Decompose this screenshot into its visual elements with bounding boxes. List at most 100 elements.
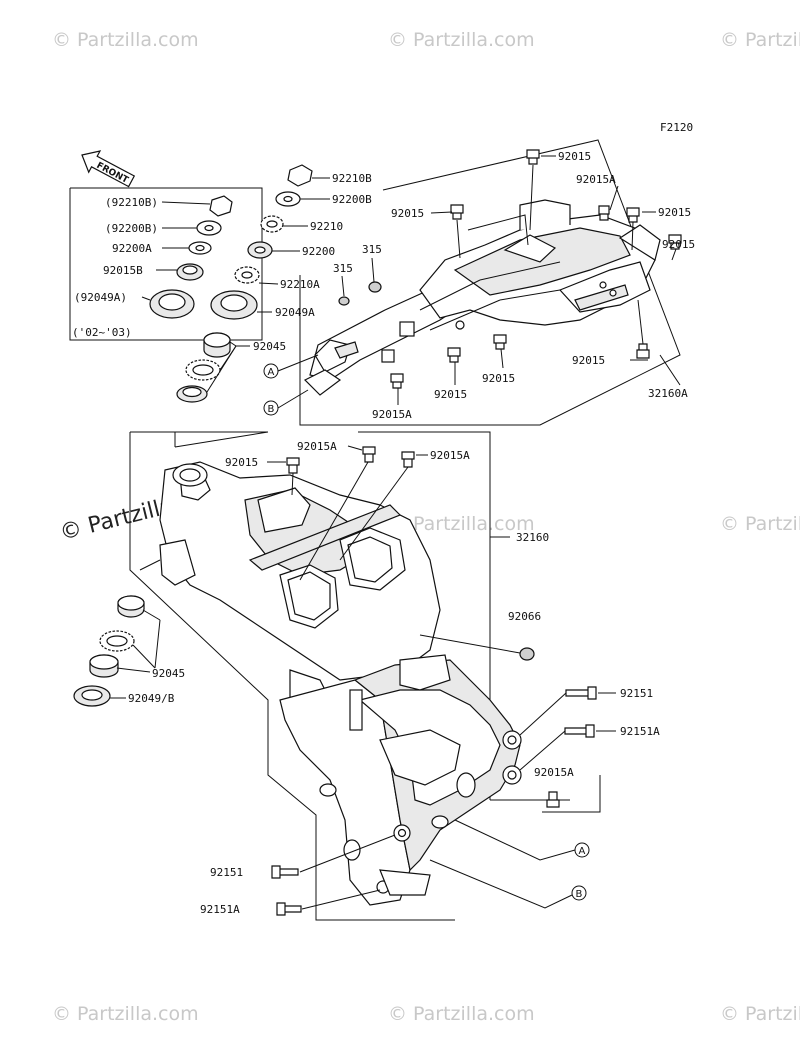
seal-icon bbox=[81, 689, 103, 701]
label-92015-center-1: 92015 bbox=[434, 388, 467, 401]
label-92200A-inset: 92200A bbox=[112, 242, 152, 255]
label-92015-right: 92015 bbox=[658, 206, 691, 219]
label-92045-top: 92045 bbox=[253, 340, 286, 353]
subframe-bolts bbox=[390, 149, 682, 389]
svg-text:B: B bbox=[268, 404, 275, 415]
bolt-icon bbox=[276, 902, 302, 916]
collar-icon bbox=[338, 296, 350, 306]
lock-washer-icon bbox=[266, 220, 278, 228]
race-icon bbox=[117, 595, 145, 611]
bolt-icon bbox=[493, 334, 507, 350]
bolt-icon bbox=[362, 446, 376, 463]
inset-note: ('02~'03) bbox=[72, 326, 132, 339]
callout-B-bottom: B bbox=[571, 885, 587, 901]
bolt-icon bbox=[564, 724, 595, 738]
bushing-icon bbox=[182, 265, 198, 275]
bolt-icon bbox=[286, 457, 300, 474]
watermark: © Partzilla.com bbox=[52, 29, 199, 51]
steering-leaders bbox=[206, 177, 330, 393]
nut-icon bbox=[209, 195, 233, 217]
washer-icon bbox=[204, 224, 214, 232]
bolt-icon bbox=[526, 149, 540, 165]
bolt-icon bbox=[626, 207, 640, 223]
label-92015-bottom: 92015 bbox=[572, 354, 605, 367]
lower-bearing-leaders bbox=[110, 559, 161, 699]
race-icon bbox=[89, 654, 119, 670]
label-315-b: 315 bbox=[333, 262, 353, 275]
label-92015-top: 92015 bbox=[558, 150, 591, 163]
bolt-icon bbox=[390, 373, 404, 389]
label-32160A: 32160A bbox=[648, 387, 688, 400]
watermark: © Partzilla.com bbox=[388, 1003, 535, 1025]
mainframe-32160 bbox=[159, 461, 522, 906]
bolt-icon bbox=[598, 205, 610, 221]
bearing-icon bbox=[106, 635, 128, 647]
cap-icon bbox=[519, 647, 535, 661]
label-92210: 92210 bbox=[310, 220, 343, 233]
label-92015A-main-1: 92015A bbox=[297, 440, 337, 453]
watermark: © Partzilla.com bbox=[388, 513, 535, 535]
race-icon bbox=[182, 386, 202, 398]
label-32160: 32160 bbox=[516, 531, 549, 544]
label-92210B: 92210B bbox=[332, 172, 372, 185]
bolt-icon bbox=[565, 686, 597, 700]
label-92200B: 92200B bbox=[332, 193, 372, 206]
svg-text:A: A bbox=[268, 367, 275, 378]
label-92015A-subframe: 92015A bbox=[372, 408, 412, 421]
watermark: © Partzilla.com bbox=[52, 1003, 199, 1025]
label-92200B-inset: (92200B) bbox=[105, 222, 158, 235]
mainframe-bolts bbox=[271, 446, 597, 916]
lower-bearing-parts bbox=[73, 595, 145, 707]
watermark: © Partzilla.com bbox=[720, 29, 800, 51]
subframe-box bbox=[299, 139, 681, 426]
svg-text:A: A bbox=[579, 846, 586, 857]
label-92015A-sub: 92015A bbox=[576, 173, 616, 186]
label-92015B-inset: 92015B bbox=[103, 264, 143, 277]
bolt-icon bbox=[668, 234, 682, 250]
label-92200: 92200 bbox=[302, 245, 335, 258]
bearing-icon bbox=[192, 364, 214, 376]
inset-parts bbox=[149, 195, 233, 319]
watermark: © Partzilla.com bbox=[388, 29, 535, 51]
label-92066: 92066 bbox=[508, 610, 541, 623]
label-92015-main: 92015 bbox=[225, 456, 258, 469]
washer-icon bbox=[195, 244, 205, 252]
label-92049B: 92049/B bbox=[128, 692, 175, 705]
label-92151A-right: 92151A bbox=[620, 725, 660, 738]
seal-icon bbox=[158, 293, 186, 311]
label-315-a: 315 bbox=[362, 243, 382, 256]
label-92151A-left: 92151A bbox=[200, 903, 240, 916]
washer-icon bbox=[283, 195, 293, 203]
race-icon bbox=[203, 332, 231, 348]
bolt-icon bbox=[271, 865, 299, 879]
front-arrow-icon: FRONT bbox=[81, 150, 136, 188]
callout-B-top: B bbox=[263, 400, 279, 416]
label-92015A-main-3: 92015A bbox=[534, 766, 574, 779]
lock-nut-icon bbox=[241, 271, 253, 279]
label-92151-left: 92151 bbox=[210, 866, 243, 879]
watermark: © Partzilla.com bbox=[720, 1003, 800, 1025]
bolt-icon bbox=[450, 204, 464, 220]
inset-leaders bbox=[141, 201, 211, 301]
label-92015-left: 92015 bbox=[391, 207, 424, 220]
label-92049A-inset: (92049A) bbox=[74, 291, 127, 304]
bolt-icon bbox=[447, 347, 461, 363]
label-92015-center-2: 92015 bbox=[482, 372, 515, 385]
label-92015-far: 92015 bbox=[662, 238, 695, 251]
nut-icon bbox=[287, 164, 313, 187]
label-92049A: 92049A bbox=[275, 306, 315, 319]
figure-code: F2120 bbox=[660, 121, 693, 134]
svg-text:B: B bbox=[576, 889, 583, 900]
label-92210B-inset: (92210B) bbox=[105, 196, 158, 209]
washer-icon bbox=[254, 246, 266, 254]
bolt-icon bbox=[401, 451, 415, 468]
label-92151-right: 92151 bbox=[620, 687, 653, 700]
label-92045-bottom: 92045 bbox=[152, 667, 185, 680]
label-92015A-main-2: 92015A bbox=[430, 449, 470, 462]
subframe-leaders bbox=[397, 155, 681, 405]
subframe-32160A bbox=[303, 199, 661, 396]
collar-icon bbox=[368, 281, 382, 293]
steering-parts bbox=[176, 164, 313, 403]
watermark: © Partzilla.com bbox=[720, 513, 800, 535]
